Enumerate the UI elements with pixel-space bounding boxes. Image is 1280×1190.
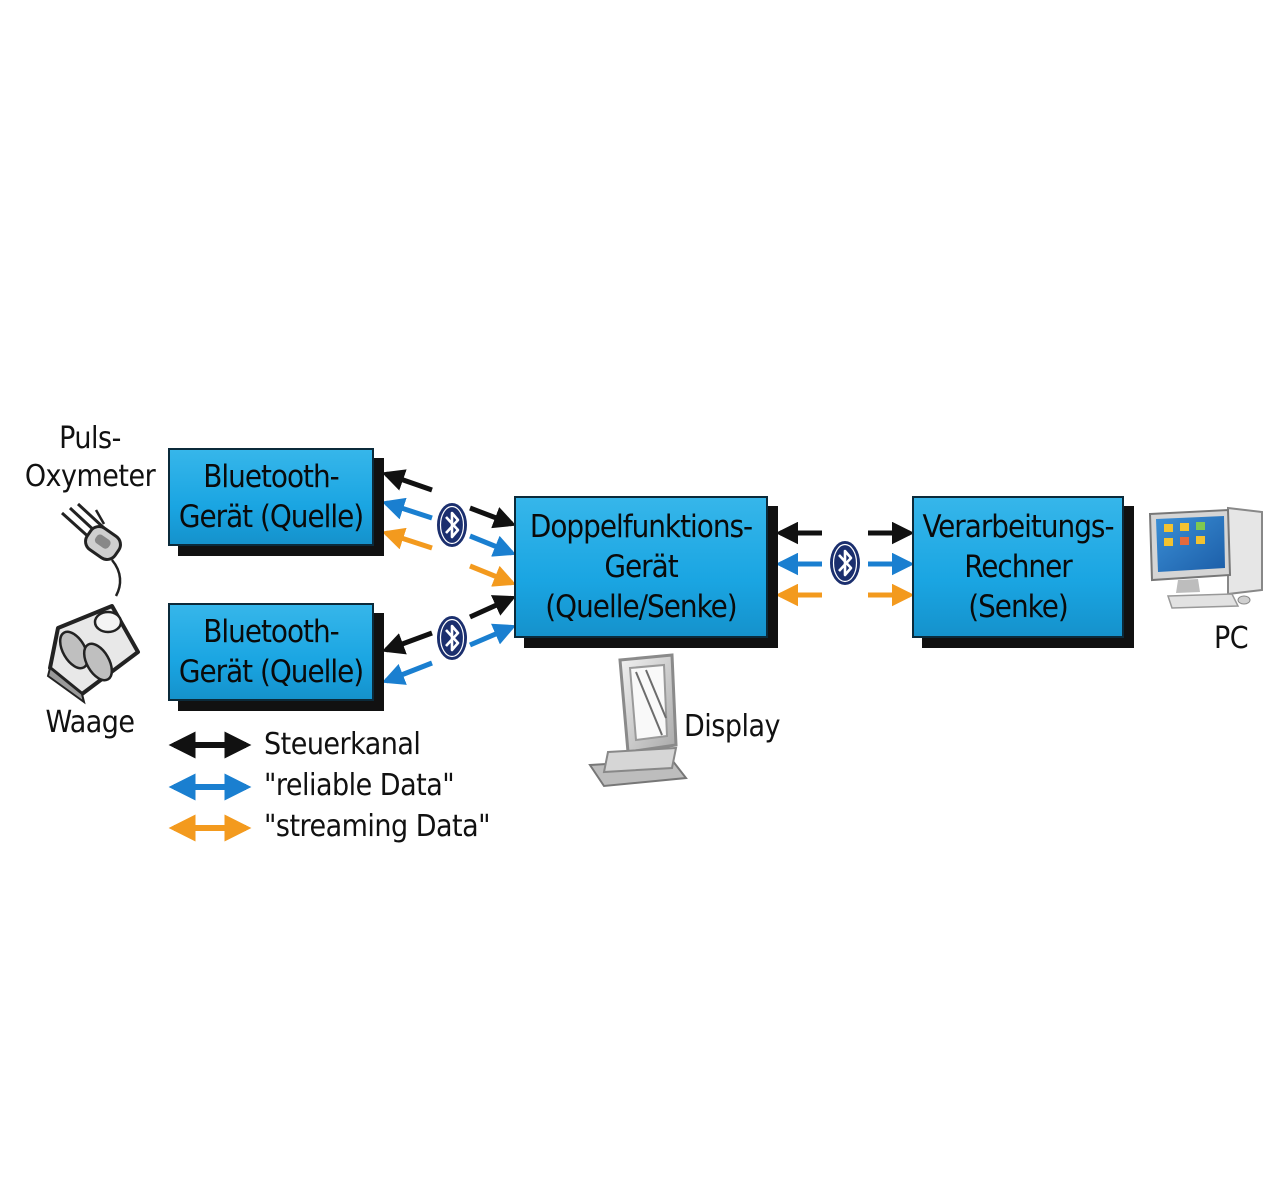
pulse-oximeter-icon	[60, 502, 122, 597]
links-source1	[381, 469, 517, 587]
node-label: Doppelfunktions- Gerät (Quelle/Senke)	[529, 509, 753, 625]
reliable-arrow-source2	[381, 660, 433, 685]
node-label: Bluetooth- Gerät (Quelle)	[178, 614, 364, 690]
legend	[168, 731, 252, 842]
control-arrow-dual-from-source2	[468, 595, 517, 620]
streaming-arrow-source1	[381, 527, 433, 551]
legend-label-streaming: "streaming Data"	[264, 809, 491, 844]
node-processing-computer: Verarbeitungs- Rechner (Senke)	[912, 496, 1124, 638]
node-label: Verarbeitungs- Rechner (Senke)	[922, 509, 1114, 625]
reliable-arrow-dual-from-source1	[469, 533, 517, 557]
streaming-arrow-dual-from-source1	[469, 563, 517, 587]
control-arrow-source1	[381, 469, 433, 493]
pc-label: PC	[1214, 621, 1249, 656]
node-dual-function-device: Doppelfunktions- Gerät (Quelle/Senke)	[514, 496, 768, 638]
node-bluetooth-source-2: Bluetooth- Gerät (Quelle)	[168, 603, 374, 701]
reliable-arrow-dual-from-source2	[469, 623, 517, 648]
legend-label-control: Steuerkanal	[264, 727, 421, 762]
scale-label: Waage	[45, 705, 135, 740]
bluetooth-icon	[437, 503, 467, 547]
pc-icon	[1148, 506, 1263, 609]
control-arrow-dual-from-source1	[469, 505, 517, 529]
oximeter-label: Puls- Oxymeter	[24, 421, 156, 494]
links-dual-sink	[775, 521, 915, 607]
bluetooth-icon	[830, 541, 860, 585]
display-label: Display	[684, 709, 781, 744]
node-bluetooth-source-1: Bluetooth- Gerät (Quelle)	[168, 448, 374, 546]
bluetooth-icon	[437, 616, 467, 660]
display-icon	[588, 653, 688, 788]
node-label: Bluetooth- Gerät (Quelle)	[178, 459, 364, 535]
control-arrow-source2	[381, 630, 433, 655]
links-source2	[381, 595, 517, 685]
scale-icon	[46, 604, 140, 705]
legend-label-reliable: "reliable Data"	[264, 768, 455, 803]
reliable-arrow-source1	[381, 497, 433, 521]
